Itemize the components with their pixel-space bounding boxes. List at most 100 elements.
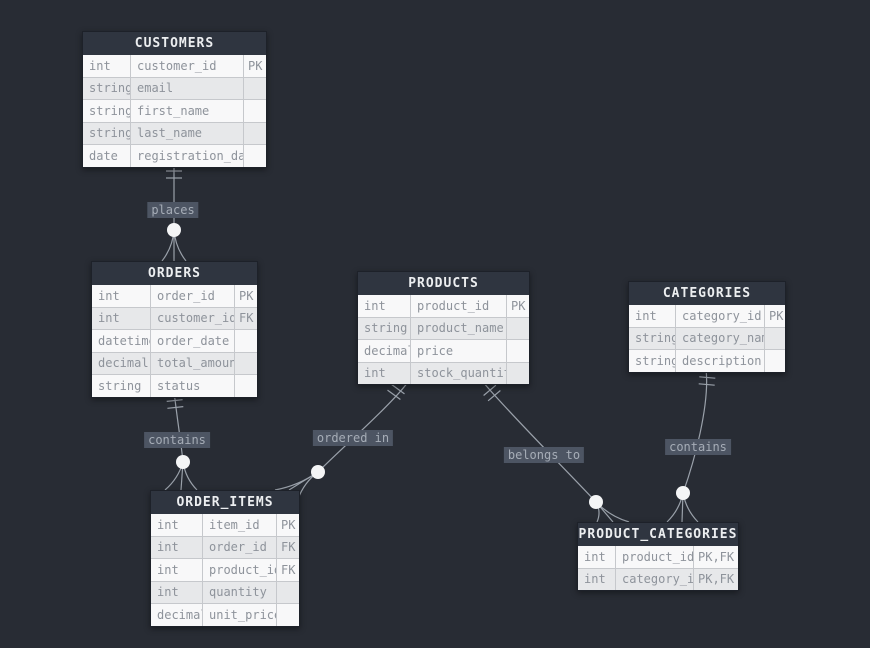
relationship-contains-order-items	[164, 390, 198, 491]
column-type-cell: string	[83, 77, 131, 99]
table-title[interactable]: ORDERS	[92, 262, 257, 285]
column-type-cell: decimal	[151, 604, 203, 626]
column-name-cell: quantity	[203, 581, 277, 603]
column-key-cell: PK,FK	[698, 549, 735, 564]
column-name-cell: stock_quantity	[411, 362, 507, 384]
column-key-cell: PK	[281, 517, 296, 532]
relationship-label-ordered-in[interactable]: ordered in	[312, 430, 394, 446]
table-title[interactable]: PRODUCTS	[358, 272, 529, 295]
column-name-cell: order_date	[151, 330, 235, 352]
relationship-label-places[interactable]: places	[147, 202, 199, 218]
column-type-cell: int	[578, 568, 616, 590]
column-type-cell: string	[629, 350, 676, 372]
column-name-cell: category_id	[676, 305, 765, 327]
column-name-cell: product_id	[411, 295, 507, 317]
column-type-cell: decimal	[92, 352, 151, 374]
column-name-cell: first_name	[131, 100, 244, 122]
column-key-cell	[507, 363, 529, 385]
column-key-cell: FK	[281, 540, 296, 555]
column-key-cell: FK	[281, 562, 296, 577]
relationship-label-belongs-to[interactable]: belongs to	[503, 447, 585, 463]
column-key-cell	[244, 123, 266, 145]
column-type-cell: int	[358, 362, 411, 384]
relationship-label-contains-product-categories[interactable]: contains	[665, 439, 731, 455]
column-key-cell	[244, 100, 266, 122]
column-type-cell: int	[151, 536, 203, 558]
column-name-cell: product_id	[203, 559, 277, 581]
column-key-cell: PK	[239, 288, 254, 303]
column-name-cell: customer_id	[131, 55, 244, 77]
column-key-cell	[244, 145, 266, 167]
cardinality-many-circle	[311, 465, 325, 479]
column-name-cell: description	[676, 350, 765, 372]
column-key-cell	[235, 330, 257, 352]
column-key-cell: PK,FK	[698, 572, 735, 587]
column-key-cell	[244, 78, 266, 100]
table-title[interactable]: CUSTOMERS	[83, 32, 266, 55]
column-key-cell	[277, 582, 299, 604]
column-type-cell: string	[358, 317, 411, 339]
relationship-belongs-to	[482, 381, 630, 523]
relationship-places	[161, 162, 187, 262]
column-key-cell	[765, 328, 785, 350]
table-title[interactable]: ORDER_ITEMS	[151, 491, 299, 514]
relationship-line	[173, 390, 184, 463]
relationship-line	[482, 381, 597, 503]
cardinality-one-tick	[387, 389, 401, 400]
column-key-cell	[507, 318, 529, 340]
column-name-cell: status	[151, 375, 235, 397]
column-type-cell: decimal	[358, 340, 411, 362]
relationship-contains-product-categories	[666, 368, 716, 523]
column-type-cell: int	[83, 55, 131, 77]
relationship-label-contains-order-items[interactable]: contains	[144, 432, 210, 448]
column-name-cell: registration_date	[131, 145, 244, 167]
relationship-line	[317, 381, 409, 473]
column-name-cell: category_id	[616, 568, 694, 590]
column-type-cell: string	[92, 375, 151, 397]
cardinality-one-tick	[487, 390, 501, 402]
cardinality-one-tick	[391, 384, 405, 395]
table-title[interactable]: PRODUCT_CATEGORIES	[578, 523, 738, 546]
column-key-cell	[507, 340, 529, 362]
column-name-cell: price	[411, 340, 507, 362]
cardinality-many-circle	[589, 495, 603, 509]
column-key-cell: PK	[511, 298, 526, 313]
column-type-cell: int	[151, 559, 203, 581]
column-key-cell: PK	[769, 308, 784, 323]
column-name-cell: product_id	[616, 546, 694, 568]
column-name-cell: total_amount	[151, 352, 235, 374]
column-name-cell: unit_price	[203, 604, 277, 626]
table-title[interactable]: CATEGORIES	[629, 282, 785, 305]
